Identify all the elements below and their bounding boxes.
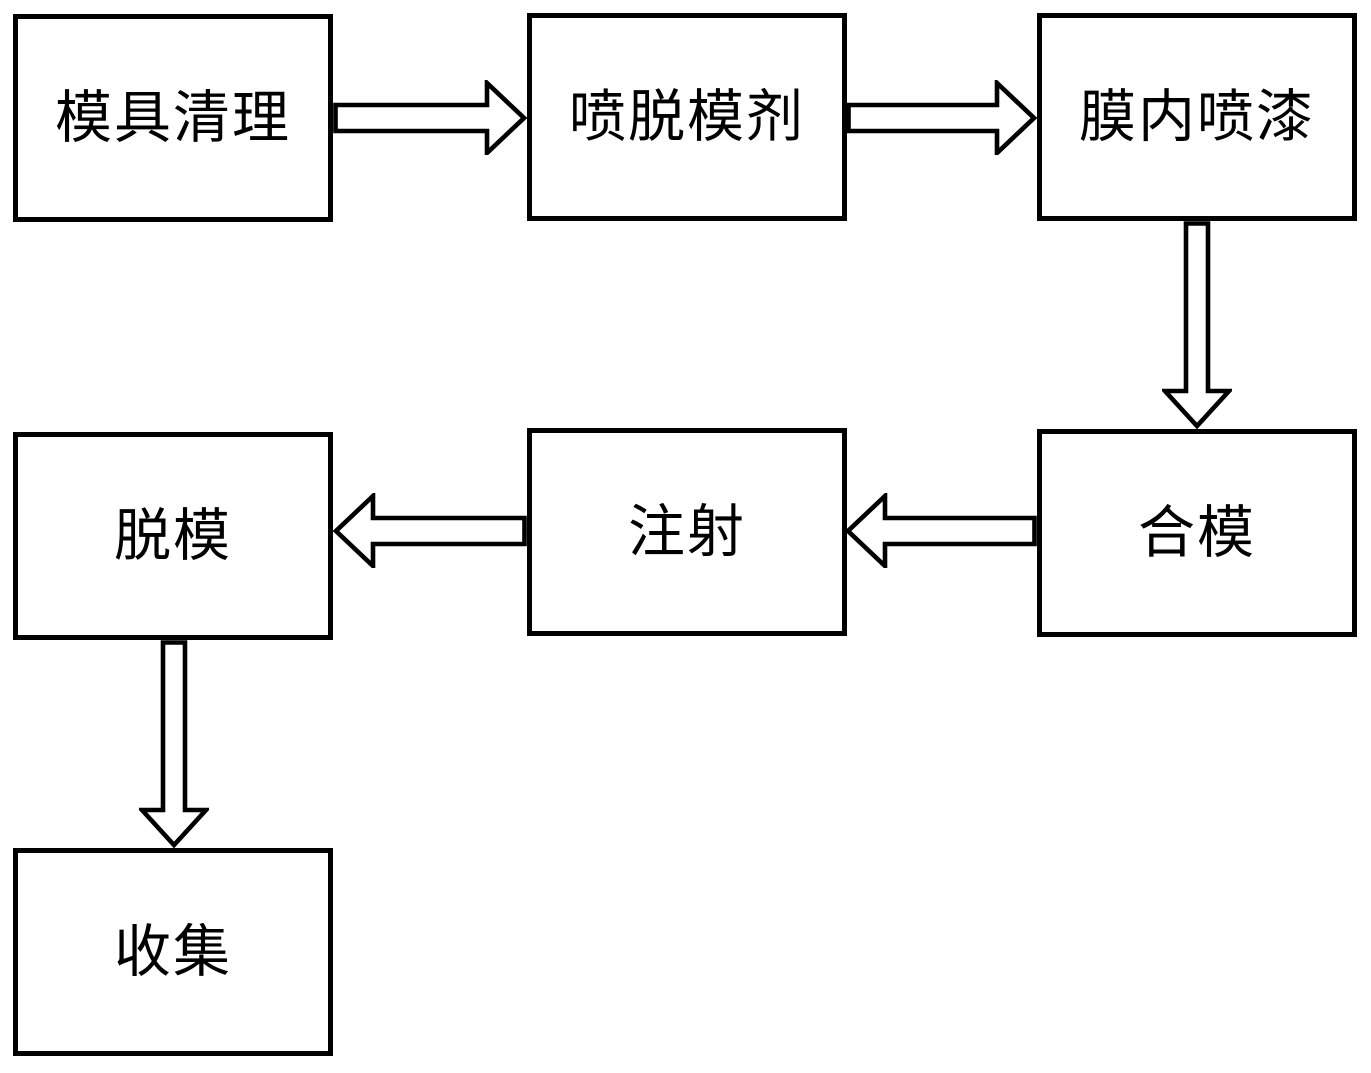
block-arrow-right-icon [846, 80, 1037, 155]
flow-node-label: 注射 [628, 500, 746, 564]
flow-node-label: 模具清理 [55, 86, 291, 150]
flow-arrow-left-mold-closing-to-injection [845, 493, 1037, 568]
flow-node-in-mold-painting: 膜内喷漆 [1037, 13, 1357, 221]
block-arrow-down-icon [1162, 221, 1232, 429]
flow-node-label: 喷脱模剂 [569, 85, 805, 149]
flow-node-spray-release-agent: 喷脱模剂 [527, 13, 847, 221]
block-arrow-left-icon [333, 493, 527, 568]
flow-node-label: 脱模 [114, 504, 232, 568]
flow-arrow-left-injection-to-demolding [333, 493, 527, 568]
block-arrow-right-icon [333, 80, 527, 155]
flow-node-injection: 注射 [527, 428, 847, 636]
flow-arrow-down-in-mold-painting-to-mold-closing [1162, 221, 1232, 429]
flow-node-mold-cleaning: 模具清理 [13, 14, 333, 222]
flow-node-label: 收集 [114, 920, 232, 984]
flow-node-collection: 收集 [13, 848, 333, 1056]
flow-node-demolding: 脱模 [13, 432, 333, 640]
flow-arrow-down-demolding-to-collection [139, 640, 209, 848]
block-arrow-down-icon [139, 640, 209, 848]
flow-arrow-right-mold-cleaning-to-spray-release [333, 80, 527, 155]
flow-node-label: 合模 [1138, 501, 1256, 565]
flow-node-label: 膜内喷漆 [1079, 85, 1315, 149]
flow-node-mold-closing: 合模 [1037, 429, 1357, 637]
block-arrow-left-icon [845, 493, 1037, 568]
flow-arrow-right-spray-release-to-in-mold-painting [846, 80, 1037, 155]
